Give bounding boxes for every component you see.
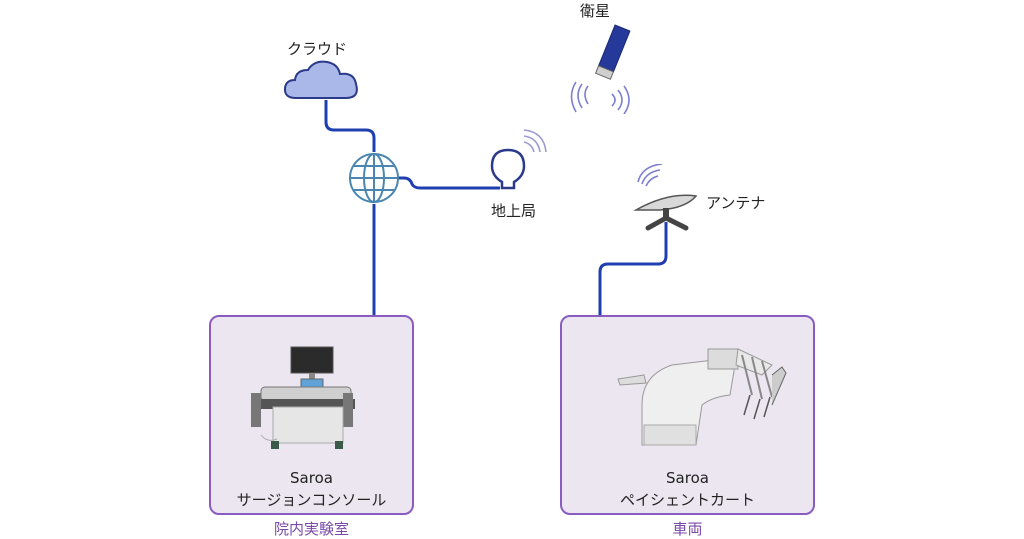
- ground-station-label: 地上局: [491, 202, 537, 220]
- surgeon-console-image: [251, 346, 355, 449]
- cart-name: Saroa: [666, 469, 709, 487]
- surgeon-console-box: Saroa サージョンコンソール: [209, 315, 414, 515]
- cart-location: 車両: [672, 520, 703, 538]
- cart-subtitle: ペイシェントカート: [619, 491, 755, 509]
- ground-station-icon: [490, 129, 547, 190]
- console-name: Saroa: [290, 469, 333, 487]
- patient-cart-box: Saroa ペイシェントカート: [560, 315, 815, 515]
- antenna-icon: [633, 164, 698, 231]
- satellite-label: 衛星: [580, 2, 611, 20]
- cloud-label: クラウド: [287, 40, 348, 58]
- globe-icon: [349, 153, 399, 203]
- console-subtitle: サージョンコンソール: [236, 491, 387, 509]
- patient-cart-image: [617, 348, 787, 446]
- antenna-label: アンテナ: [706, 194, 766, 212]
- satellite-icon: [570, 24, 631, 114]
- cloud-icon: [283, 60, 358, 99]
- link-cloud-internet: [324, 100, 376, 152]
- link-internet-ground-station: [398, 176, 500, 190]
- console-location: 院内実験室: [273, 520, 349, 538]
